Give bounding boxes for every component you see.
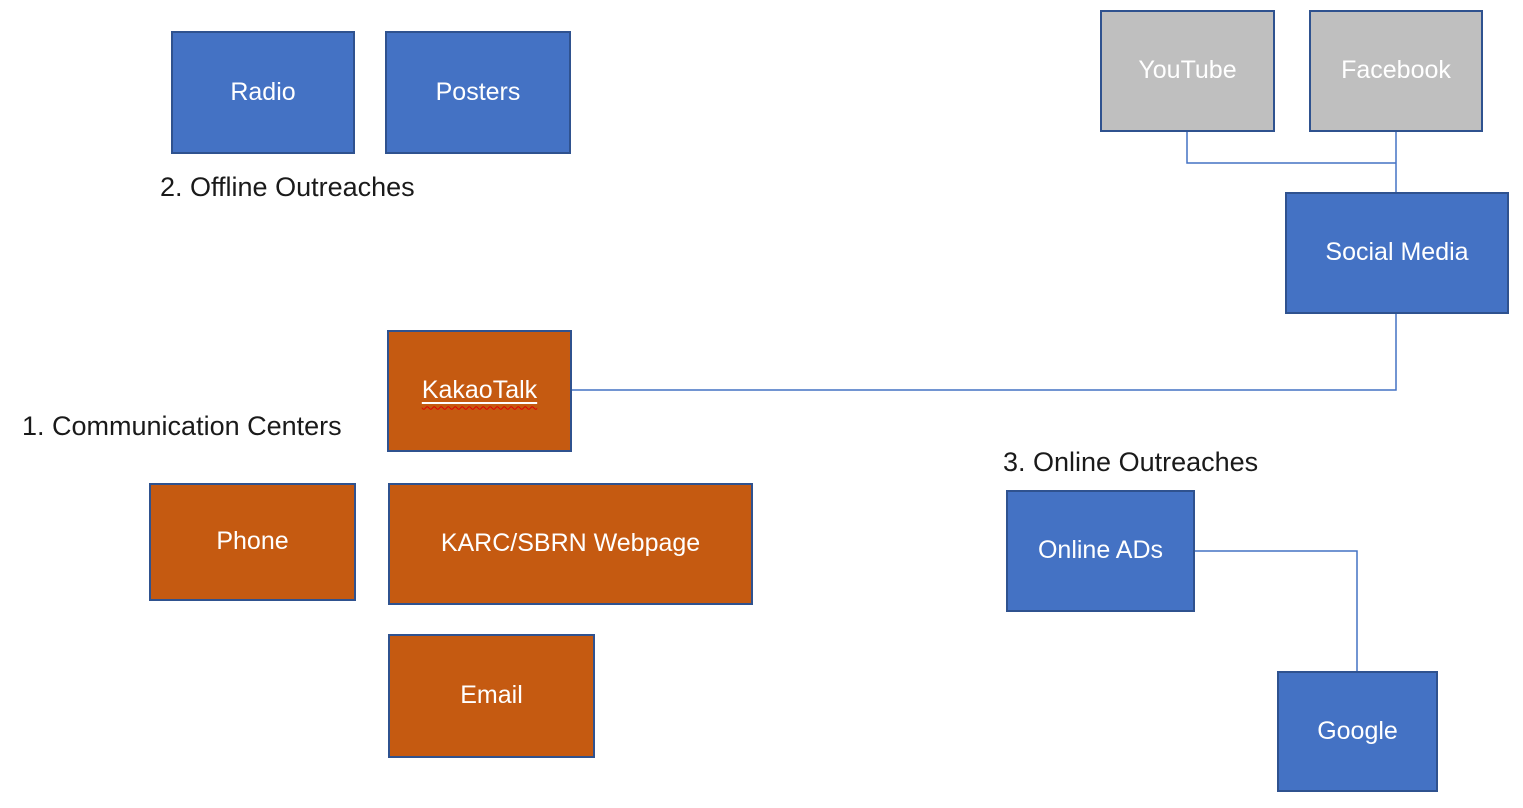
node-label: Radio [230,77,296,106]
node-label: KARC/SBRN Webpage [440,529,701,558]
node-radio: Radio [171,31,355,154]
node-label: Phone [216,527,289,556]
node-label: KakaoTalk [421,376,538,405]
node-google: Google [1277,671,1438,792]
node-facebook: Facebook [1309,10,1483,132]
node-kakaotalk: KakaoTalk [387,330,572,452]
connector-online-ads-to-google [1195,550,1358,671]
node-phone: Phone [149,483,356,601]
section-label-communication-centers: 1. Communication Centers [22,411,342,441]
node-posters: Posters [385,31,571,154]
node-email: Email [388,634,595,758]
node-label: Email [460,681,523,710]
node-label: Online ADs [1037,536,1164,565]
section-label-online-outreaches: 3. Online Outreaches [1003,447,1259,477]
spellcheck-squiggle: KakaoTalk [422,375,537,406]
node-online-ads: Online ADs [1006,490,1195,612]
node-label: Google [1317,716,1398,745]
node-label: Facebook [1341,56,1451,85]
node-social-media: Social Media [1285,192,1509,314]
node-label: Social Media [1325,238,1469,267]
node-label: YouTube [1138,56,1237,85]
node-karc-sbrn-webpage: KARC/SBRN Webpage [388,483,753,605]
node-youtube: YouTube [1100,10,1275,132]
connector-youtube-to-social-media [1186,132,1396,164]
section-label-offline-outreaches: 2. Offline Outreaches [160,172,415,202]
connector-social-media-to-kakaotalk [572,314,1397,391]
node-label: Posters [435,77,521,106]
